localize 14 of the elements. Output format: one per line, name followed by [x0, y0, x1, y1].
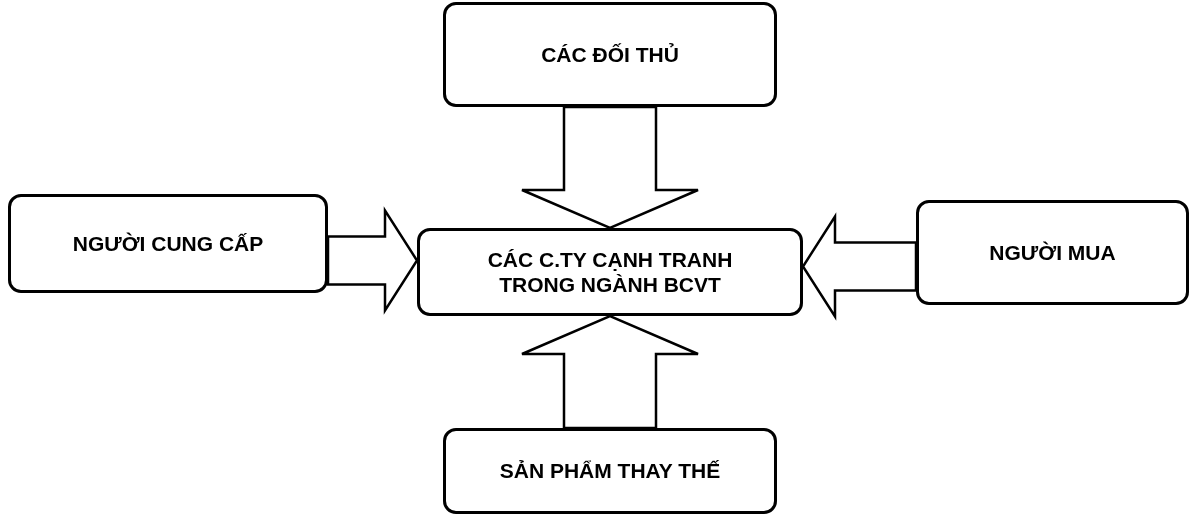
box-label: NGƯỜI MUA — [989, 239, 1116, 266]
box-label: SẢN PHẨM THAY THẾ — [499, 458, 721, 484]
process-box — [443, 428, 777, 514]
box-label: CÁC C.TY CẠNH TRANH TRONG NGÀNH BCVT — [486, 246, 734, 298]
block-arrow — [801, 212, 918, 321]
process-box — [417, 228, 803, 316]
process-box — [443, 2, 777, 107]
box-label: CÁC ĐỐI THỦ — [541, 41, 679, 68]
process-box — [916, 200, 1189, 305]
process-box — [8, 194, 328, 293]
block-arrow — [520, 105, 700, 230]
block-arrow — [326, 206, 419, 315]
block-arrow — [520, 314, 700, 430]
box-label: NGƯỜI CUNG CẤP — [72, 230, 264, 257]
